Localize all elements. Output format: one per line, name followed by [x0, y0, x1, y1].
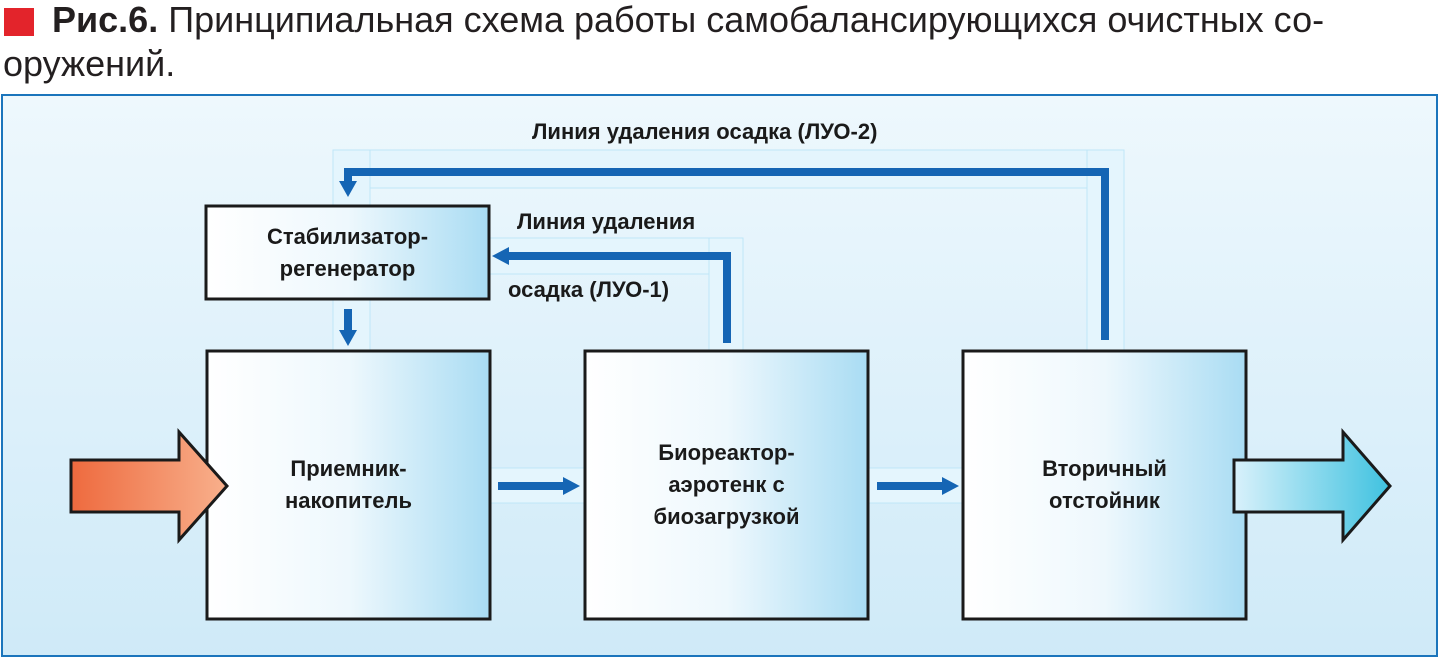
luo2-arrowhead [339, 181, 357, 197]
luo2-label: Линия удаления осадка (ЛУО-2) [532, 119, 878, 144]
clarifier-label-line-2: отстойник [1049, 488, 1160, 513]
bioreactor-label-line-1: Биореактор- [658, 440, 795, 466]
clarifier-box [961, 349, 1248, 621]
caption-figure-label: Рис.6. [52, 0, 159, 40]
stabilizer-label-line-2: регенератор [279, 255, 416, 281]
outflow-arrow [1232, 427, 1392, 545]
clarifier-label: Вторичный отстойник [963, 351, 1246, 619]
receiver-label: Приемник- накопитель [207, 351, 490, 619]
bioreactor-label-line-2: аэротенк с [668, 472, 785, 498]
caption-title-part-1: Принципиальная схема работы самобалансир… [158, 0, 1325, 40]
stabilizer-label-line-1: Стабилизатор- [266, 223, 429, 249]
bioreactor-label-line-3: биозагрузкой [653, 503, 800, 529]
bioreactor-to-clarifier-arrowhead [942, 477, 959, 495]
caption-line-1: Рис.6. Принципиальная схема работы самоб… [52, 2, 1324, 38]
luo2-line [344, 168, 1109, 340]
caption-marker-fill [4, 8, 34, 36]
receiver-label-line-2: накопитель [284, 488, 412, 513]
caption-line-2: оружений. [3, 43, 176, 84]
luo1-arrowhead [492, 247, 509, 265]
caption-marker-square [4, 8, 34, 36]
bioreactor-label: Биореактор- аэротенк с биозагрузкой [585, 351, 868, 619]
receiver-box [205, 349, 492, 621]
stabilizer-box [204, 204, 491, 301]
clarifier-label-line-1: Вторичный [1042, 456, 1167, 482]
receiver-to-bioreactor-arrowhead [563, 477, 580, 495]
luo1-line [508, 252, 731, 343]
inflow-arrow [69, 428, 230, 544]
bioreactor-box [583, 349, 870, 621]
luo1-label-bottom: осадка (ЛУО-1) [508, 277, 670, 302]
figure-caption: Рис.6. Принципиальная схема работы самоб… [0, 0, 1444, 90]
receiver-label-line-1: Приемник- [290, 456, 407, 482]
stabilizer-to-receiver-arrowhead [339, 330, 357, 346]
luo1-label-top: Линия удаления [517, 209, 696, 234]
stabilizer-label: Стабилизатор- регенератор [206, 206, 489, 299]
